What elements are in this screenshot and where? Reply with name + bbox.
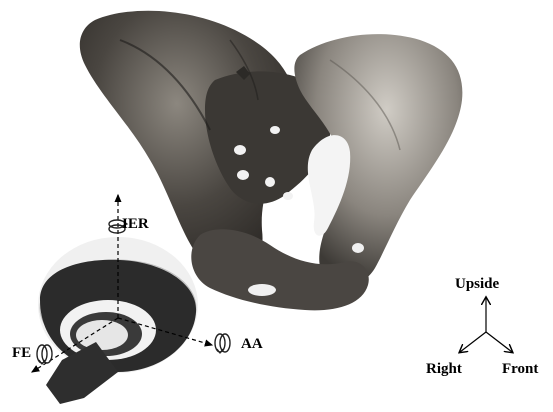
foramen [270,126,280,134]
foramen [237,170,249,180]
right-arrow [460,332,486,352]
aa-rotation-icon [215,334,230,353]
foramen [283,192,293,200]
foramen [234,145,246,155]
upside-label: Upside [455,277,499,292]
front-label: Front [502,362,538,377]
front-arrow [486,332,512,352]
orientation-triad [460,298,512,352]
fe-label: FE [12,346,31,361]
fe-rotation-icon [37,345,52,364]
femoral-head-ring [76,320,128,350]
aa-label: AA [241,337,263,352]
right-label: Right [426,362,462,377]
hip-implant [38,237,198,404]
foramen [352,243,364,253]
foramen [265,177,275,187]
obturator-foramen [248,284,276,296]
ier-label: IER [122,217,149,232]
